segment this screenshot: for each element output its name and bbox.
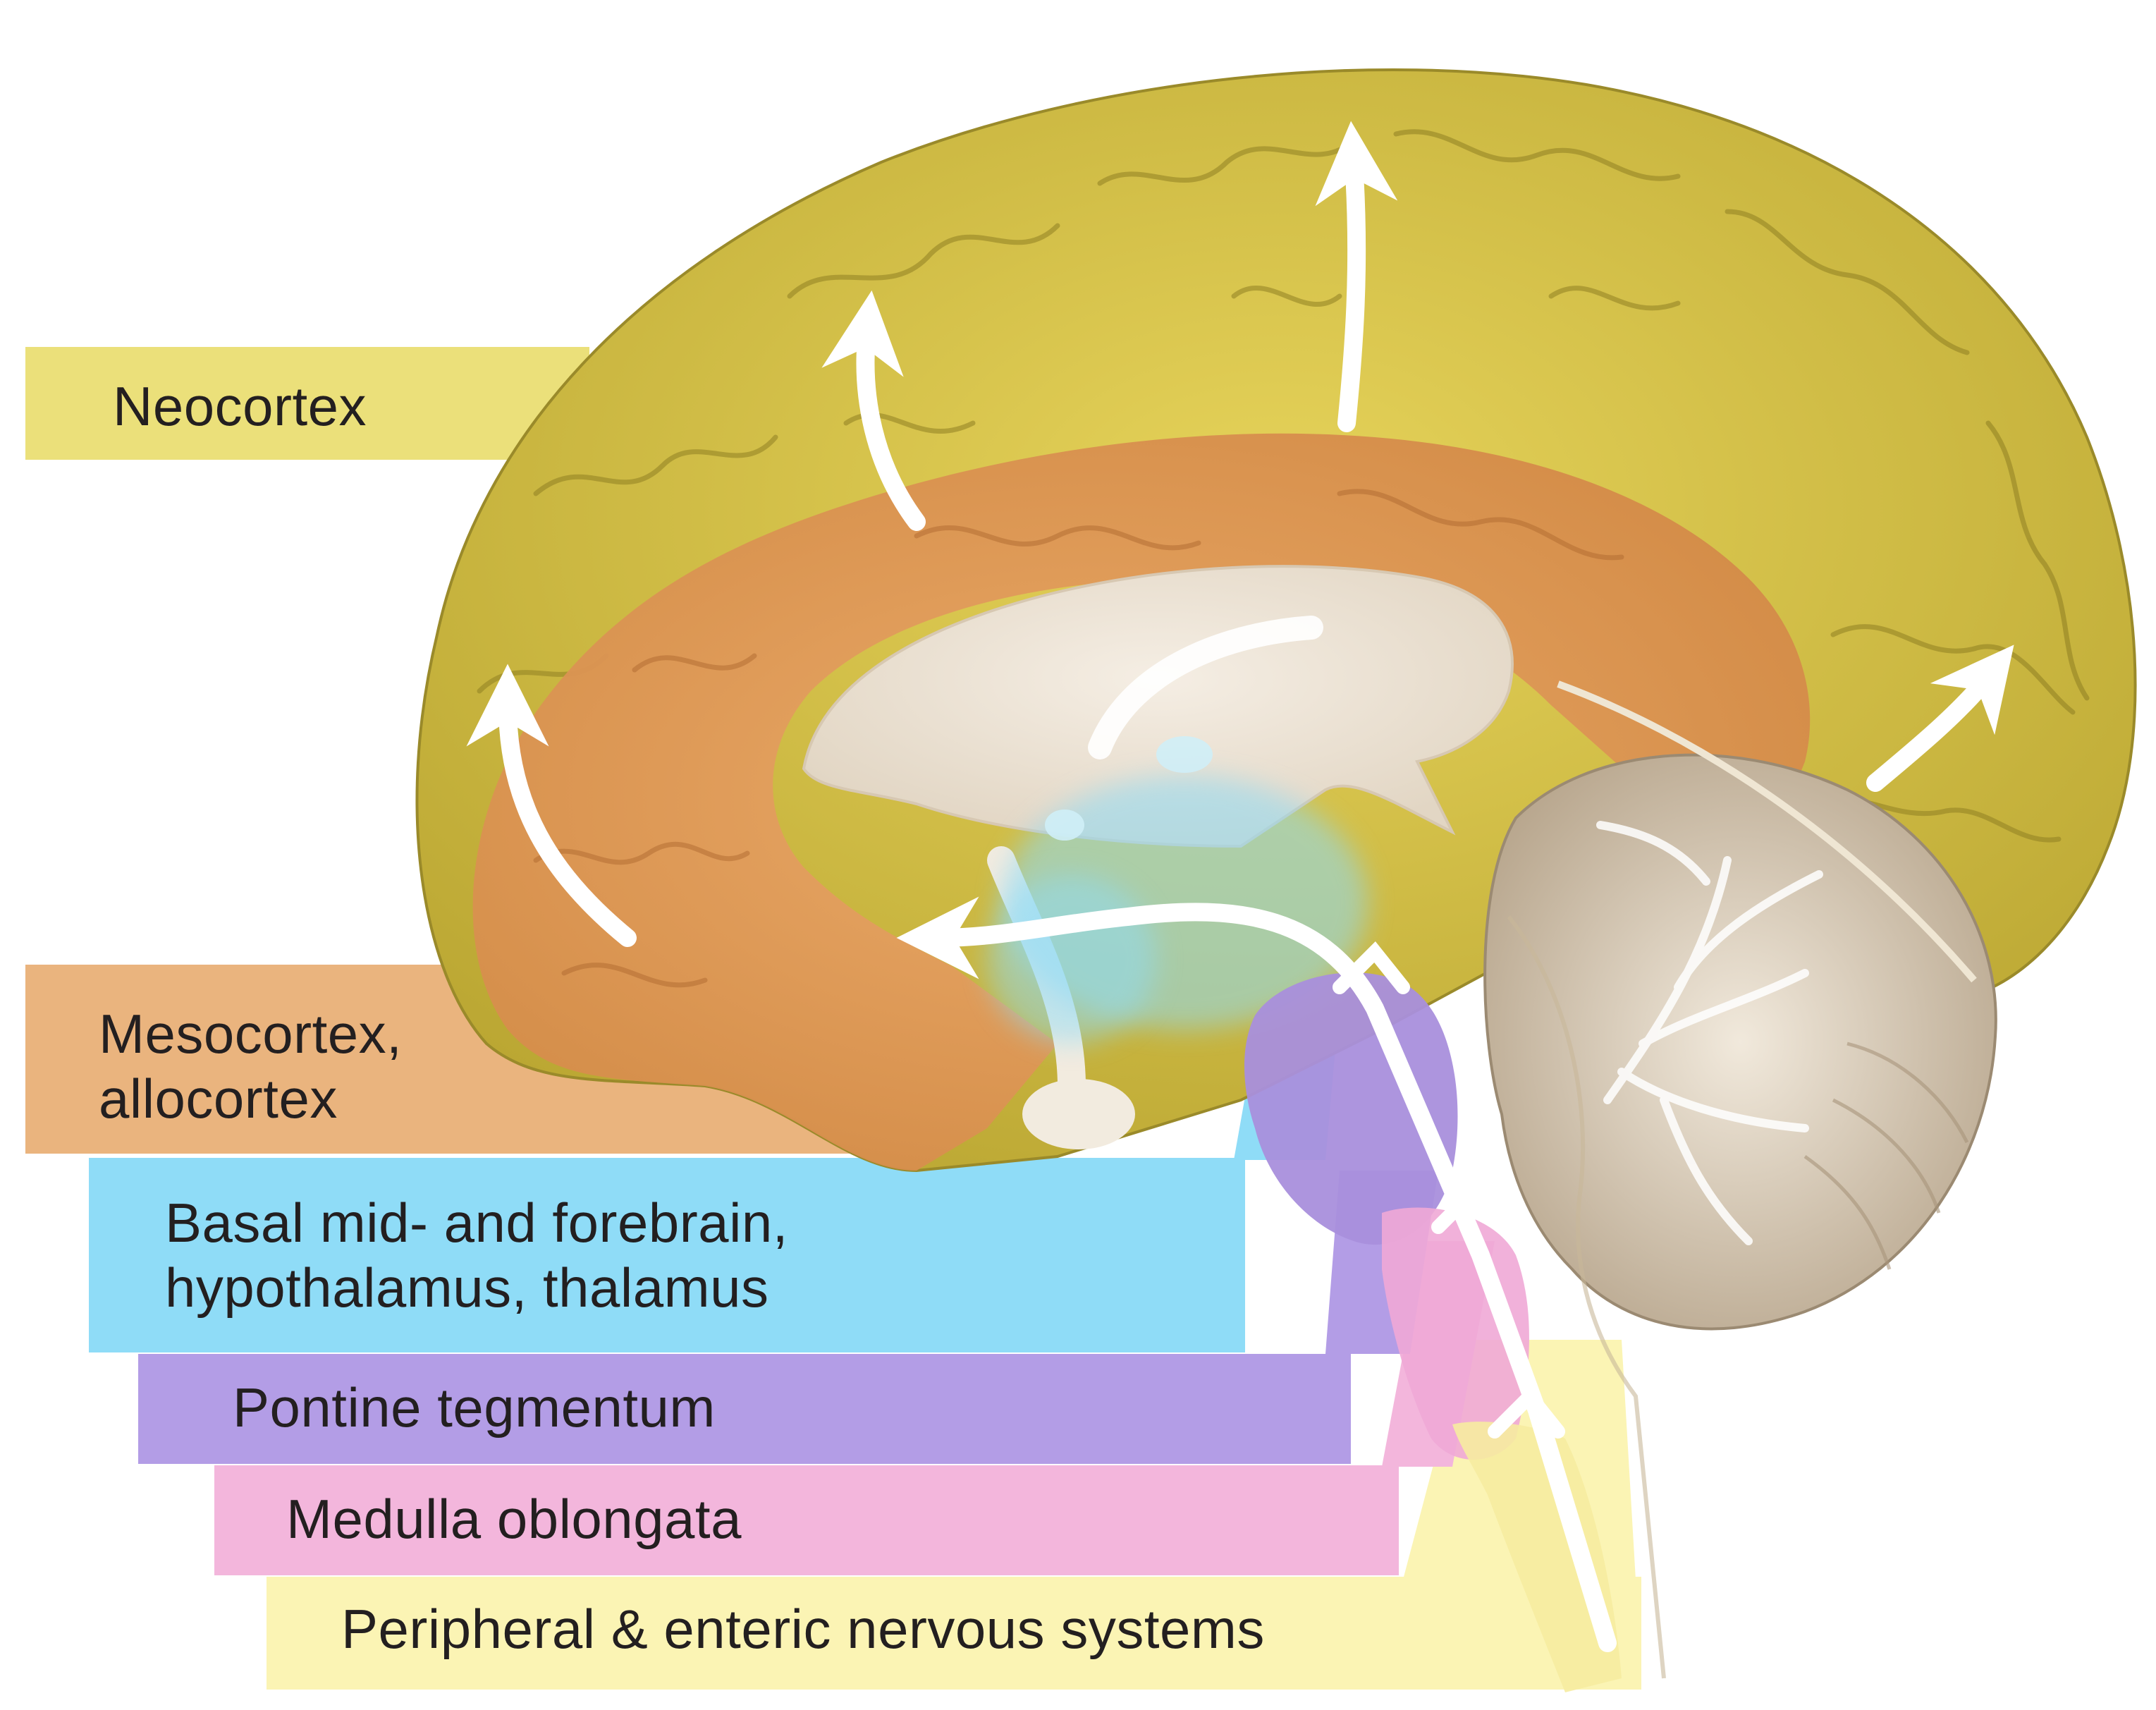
band-medulla	[214, 1465, 1399, 1575]
arrow-parietal	[1315, 121, 1398, 432]
arrow-frontal-low	[466, 664, 637, 947]
cerebellum-shape	[1483, 753, 1997, 1331]
label-mesocortex-line1: Mesocortex,	[99, 1003, 403, 1065]
label-mesocortex: Mesocortex, allocortex	[99, 1001, 402, 1131]
band-pontine	[138, 1354, 1351, 1464]
chevron-2	[1431, 1181, 1509, 1234]
corpus-callosum	[802, 565, 1514, 1149]
label-peripheral: Peripheral & enteric nervous systems	[341, 1598, 1265, 1660]
band-peripheral	[267, 1577, 1641, 1690]
callosum-shape	[802, 565, 1514, 848]
chevron-1	[1488, 1386, 1565, 1439]
tentorium-line	[1557, 680, 1977, 983]
spinal-cord-shape	[1452, 1422, 1622, 1692]
arrow-frontal-high	[821, 290, 926, 531]
arrow-ascending-main	[896, 896, 1617, 1652]
label-mesocortex-line2: allocortex	[99, 1068, 338, 1130]
chevron-3	[1333, 941, 1410, 994]
projection-arrows	[466, 121, 2014, 1652]
arrow-occipital	[1866, 645, 2014, 792]
label-medulla: Medulla oblongata	[286, 1488, 742, 1550]
band-neocortex	[25, 347, 589, 460]
cerebellum	[1483, 753, 1997, 1331]
pons-shape	[1244, 972, 1458, 1245]
label-basal-line2: hypothalamus, thalamus	[165, 1257, 769, 1319]
band-basal	[89, 1158, 1245, 1352]
label-neocortex: Neocortex	[113, 375, 367, 437]
label-basal: Basal mid- and forebrain, hypothalamus, …	[165, 1190, 788, 1320]
label-pontine: Pontine tegmentum	[233, 1376, 716, 1439]
label-basal-line1: Basal mid- and forebrain,	[165, 1192, 788, 1254]
